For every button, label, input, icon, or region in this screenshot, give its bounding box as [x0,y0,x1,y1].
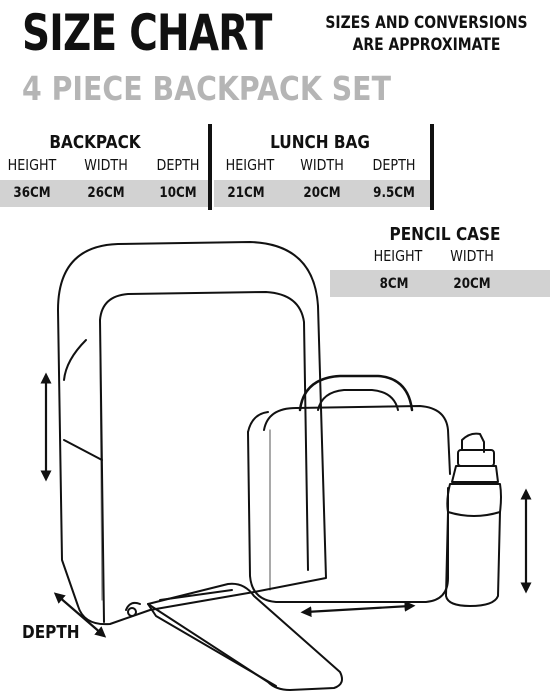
depth-label: DEPTH [22,622,80,643]
page-title: SIZE CHART [22,4,272,62]
lunchbag-header-width: WIDTH [300,156,344,174]
backpack-values-bar [0,180,210,207]
lunchbag-header-depth: DEPTH [372,156,416,174]
divider-right [430,124,434,210]
page-subtitle: 4 PIECE BACKPACK SET [22,69,391,108]
pencilcase-value-height: 8CM [379,276,409,292]
pencilcase-values-bar [330,270,550,297]
pencilcase-title: PENCIL CASE [389,224,501,245]
lunchbag-value-height: 21CM [227,185,265,201]
lunchbag-value-depth: 9.5CM [373,185,415,201]
lunchbag-value-width: 20CM [303,185,341,201]
water-bottle-drawing [445,432,502,607]
lunchbag-title: LUNCH BAG [270,132,370,153]
note-line-2: ARE APPROXIMATE [353,35,501,55]
backpack-value-width: 26CM [87,185,125,201]
backpack-header-depth: DEPTH [156,156,200,174]
backpack-value-height: 36CM [13,185,51,201]
pencilcase-header-height: HEIGHT [373,247,423,265]
backpack-value-depth: 10CM [159,185,197,201]
lunchbag-values-bar [214,180,430,207]
note-line-1: SIZES AND CONVERSIONS [325,13,528,33]
pencilcase-value-width: 20CM [453,276,491,292]
backpack-drawing [57,241,327,626]
backpack-header-height: HEIGHT [7,156,57,174]
backpack-title: BACKPACK [49,132,141,153]
pencilcase-header-width: WIDTH [450,247,494,265]
lunchbag-drawing [247,374,451,603]
divider-left [208,124,212,210]
backpack-header-width: WIDTH [84,156,128,174]
backpack-depth-arrow [53,592,107,638]
lunchbag-header-height: HEIGHT [225,156,275,174]
pencilcase-drawing [147,582,343,691]
lunchbag-width-arrow [300,600,416,618]
approximation-note: SIZES AND CONVERSIONS ARE APPROXIMATE [326,12,528,56]
